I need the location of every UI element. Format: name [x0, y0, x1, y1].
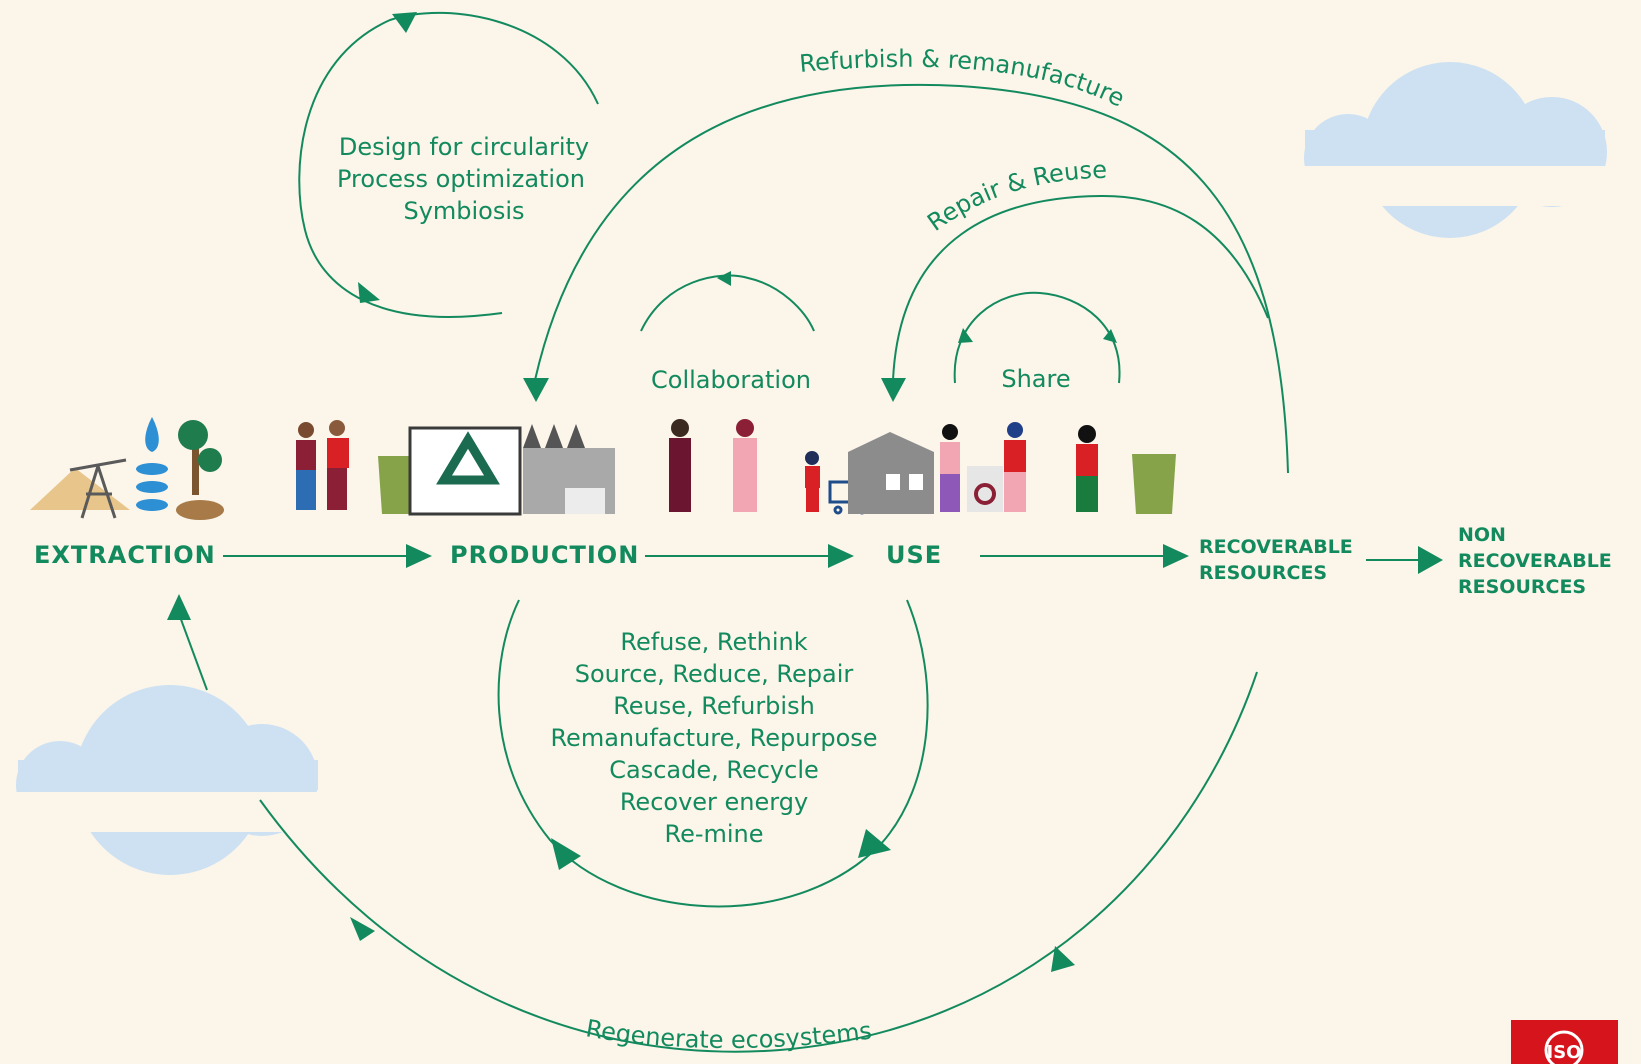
stage-nonrec-line2: RECOVERABLE	[1458, 550, 1612, 572]
recycle-symbol-icon	[436, 431, 500, 485]
arrow-to-recoverable	[1163, 544, 1189, 568]
design-loop-arrow-bottom	[358, 282, 380, 303]
fish-icon	[136, 463, 168, 511]
house-icon	[848, 432, 934, 514]
people-pair-icon	[296, 420, 349, 510]
stage-nonrec-line3: RESOURCES	[1458, 576, 1586, 598]
person-handshake-right-icon	[733, 419, 757, 512]
stage-nonrec-line1: NON	[1458, 524, 1506, 546]
strategy-4: Remanufacture, Repurpose	[550, 724, 877, 752]
main-flow-arrows	[223, 544, 1443, 574]
tree-icon	[176, 420, 224, 520]
extraction-illustration	[30, 417, 224, 520]
share-arrow-right	[1103, 329, 1117, 343]
production-illustration	[296, 420, 615, 516]
share-loop: Share	[953, 291, 1121, 393]
water-drop-icon	[145, 417, 159, 452]
design-line2: Process optimization	[337, 165, 585, 193]
stage-recoverable-line2: RESOURCES	[1199, 562, 1327, 584]
collaboration-label: Collaboration	[651, 366, 811, 394]
collaboration-loop: Collaboration	[640, 271, 815, 394]
arrow-to-non-recoverable	[1418, 546, 1443, 574]
factory-icon	[523, 424, 615, 514]
refurbish-label: Refurbish & remanufacture	[798, 45, 1129, 113]
share-label: Share	[1001, 365, 1070, 393]
recycle-bin-use-icon	[1132, 454, 1176, 514]
iso-logo: ISO	[1511, 1020, 1618, 1064]
strategy-5: Cascade, Recycle	[609, 756, 819, 784]
use-illustration	[805, 422, 1176, 515]
design-line1: Design for circularity	[339, 133, 589, 161]
stage-use: USE	[886, 541, 942, 569]
collaboration-illustration	[669, 419, 757, 512]
stage-production: PRODUCTION	[450, 541, 639, 569]
strategies-arrow-right	[858, 829, 891, 858]
regenerate-label: Regenerate ecosystems	[584, 1014, 873, 1054]
arrow-to-production	[406, 544, 432, 568]
washing-machine-icon	[967, 466, 1003, 512]
cloud-top-right	[1304, 62, 1607, 238]
iso-logo-text: ISO	[1547, 1042, 1582, 1063]
strategy-2: Source, Reduce, Repair	[575, 660, 854, 688]
repair-loop: Repair & Reuse	[881, 156, 1269, 402]
people-exchange-icon	[940, 422, 1026, 512]
regenerate-arrow-left	[350, 917, 375, 941]
stage-extraction: EXTRACTION	[34, 541, 216, 569]
design-line3: Symbiosis	[403, 197, 524, 225]
stage-recoverable-line1: RECOVERABLE	[1199, 536, 1353, 558]
woman-with-child-icon	[1076, 425, 1098, 512]
child-icon	[805, 451, 820, 512]
strategies-arrow-left	[551, 838, 581, 870]
cloud-bottom-left	[16, 685, 318, 875]
strategy-3: Reuse, Refurbish	[613, 692, 815, 720]
share-arrow-left	[958, 328, 973, 343]
refurbish-arrow	[523, 378, 549, 402]
collaboration-arrow	[717, 271, 731, 286]
oil-pump-icon	[69, 458, 127, 519]
refurbish-loop: Refurbish & remanufacture	[523, 45, 1289, 474]
regenerate-arrow-extraction	[167, 594, 191, 620]
regenerate-arrow-right	[1051, 946, 1075, 972]
strategy-7: Re-mine	[664, 820, 763, 848]
design-loop: Design for circularity Process optimizat…	[298, 11, 599, 318]
strategy-1: Refuse, Rethink	[620, 628, 807, 656]
strategies-loop: Refuse, Rethink Source, Reduce, Repair R…	[497, 599, 929, 908]
arrow-to-use	[828, 544, 854, 568]
person-handshake-left-icon	[669, 419, 691, 512]
strategy-6: Recover energy	[620, 788, 808, 816]
design-loop-arrow-top	[392, 12, 417, 33]
repair-arrow	[881, 378, 906, 402]
sand-pile-icon	[30, 468, 130, 510]
